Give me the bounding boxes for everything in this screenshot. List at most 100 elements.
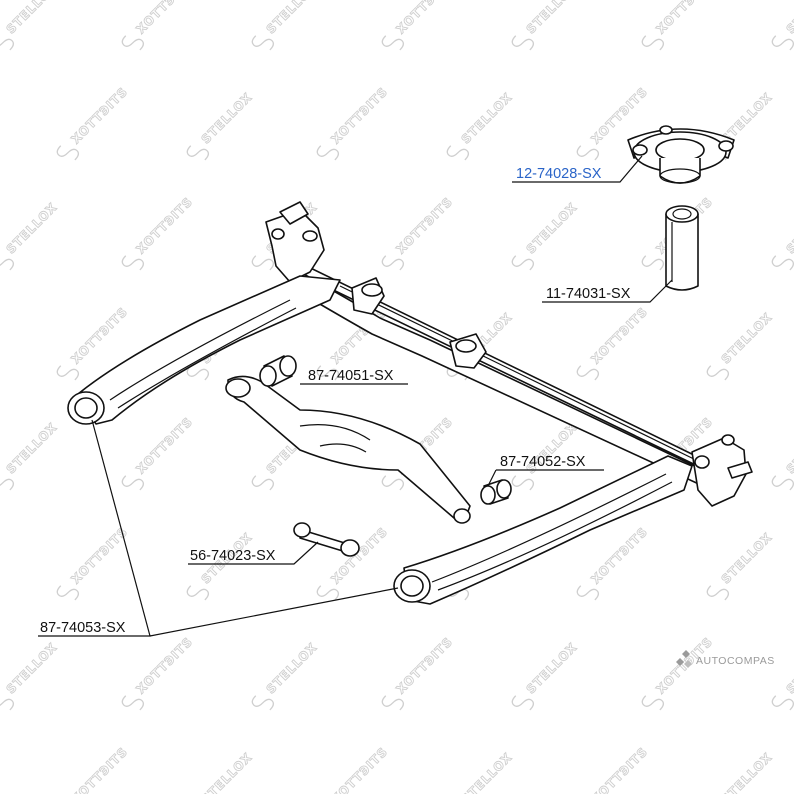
watermark-s-icon (771, 35, 794, 51)
watermark-tile: XOTTЭITS (121, 414, 196, 491)
source-mark-text: AUTOCOMPAS (696, 655, 775, 667)
watermark-tile: XOTTЭITS (641, 634, 716, 711)
strut-top-mount (627, 125, 735, 184)
lower-link-bushing (480, 479, 512, 505)
watermark-tile: STELLOX (251, 640, 320, 711)
watermark-s-icon (511, 475, 535, 491)
watermark-tile: STELLOX (771, 200, 794, 271)
watermark-text: STELLOX (719, 530, 776, 587)
watermark-text: XOTTЭITS (329, 524, 391, 586)
watermark-tile: STELLOX (186, 90, 256, 161)
watermark-tile: STELLOX (251, 0, 321, 51)
right-arm-bushing (393, 569, 431, 603)
watermark-s-icon (576, 145, 600, 161)
watermark-s-icon (251, 695, 275, 711)
label-87-74053[interactable]: 87-74053-SX (40, 620, 126, 636)
watermark-tile: STELLOX (186, 530, 255, 601)
watermark-s-icon (121, 35, 145, 51)
watermark-s-icon (771, 695, 794, 711)
watermark-s-icon (381, 695, 405, 711)
watermark-tile: XOTTЭITS (121, 634, 196, 711)
watermark-s-icon (316, 585, 340, 601)
source-logo-icon (676, 650, 692, 668)
watermark-s-icon (381, 255, 405, 271)
watermark-text: XOTTЭITS (69, 84, 131, 146)
watermark-tile: STELLOX (718, 750, 776, 794)
watermark-text: XOTTЭITS (69, 744, 131, 794)
watermark-text: STELLOX (459, 90, 516, 147)
label-87-74052[interactable]: 87-74052-SX (500, 454, 586, 470)
label-11-74031[interactable]: 11-74031-SX (546, 286, 631, 302)
watermark-tile: STELLOX (771, 0, 794, 51)
watermark-s-icon (381, 475, 405, 491)
watermark-s-icon (511, 695, 535, 711)
watermark-text: STELLOX (524, 0, 581, 36)
watermark-s-icon (121, 255, 145, 271)
label-12-74028[interactable]: 12-74028-SX (516, 166, 602, 182)
watermark-text: STELLOX (199, 90, 256, 147)
watermark-s-icon (511, 255, 535, 271)
watermark-tile: STELLOX (511, 0, 581, 51)
watermark-tile: XOTTЭITS (576, 524, 651, 601)
watermark-tile: STELLOX (446, 90, 516, 161)
watermark-tile: XOTTЭITS (641, 0, 716, 51)
watermark-s-icon (316, 365, 340, 381)
watermark-text: XOTTЭITS (394, 634, 456, 696)
watermark-tile: STELLOX (511, 640, 581, 711)
source-mark: AUTOCOMPAS (676, 650, 775, 668)
watermark-s-icon (641, 35, 665, 51)
leader-87-74052 (487, 469, 604, 487)
watermark-text: STELLOX (4, 0, 61, 36)
watermark-s-icon (186, 365, 210, 381)
leader-lines (38, 155, 673, 637)
watermark-s-icon (186, 145, 210, 161)
watermark-tile: XOTTЭITS (68, 744, 131, 794)
watermark-text: STELLOX (524, 640, 581, 697)
watermark-s-icon (251, 255, 275, 271)
watermark-tile: STELLOX (0, 640, 60, 711)
leader-87-74053 (38, 419, 399, 637)
watermark-s-icon (641, 255, 665, 271)
watermark-text: STELLOX (784, 420, 794, 477)
stabilizer-link (293, 522, 360, 557)
label-87-74051[interactable]: 87-74051-SX (308, 368, 394, 384)
watermark-s-icon (121, 475, 145, 491)
watermark-s-icon (316, 145, 340, 161)
watermark-s-icon (251, 475, 275, 491)
watermark-tile: XOTTЭITS (316, 84, 391, 161)
watermark-tile: XOTTЭITS (56, 84, 131, 161)
watermark-text: XOTTЭITS (134, 414, 196, 476)
watermark-tile: STELLOX (0, 0, 61, 51)
watermark-tile: XOTTЭITS (381, 194, 456, 271)
watermark-text: XOTTЭITS (134, 194, 196, 256)
watermark-text: STELLOX (719, 310, 776, 367)
watermark-s-icon (56, 585, 80, 601)
watermark-text: STELLOX (264, 0, 321, 36)
watermark-tile: STELLOX (458, 750, 515, 794)
watermark-text: XOTTЭITS (589, 744, 651, 794)
watermark-tile: STELLOX (198, 750, 256, 794)
watermark-text: XOTTЭITS (589, 304, 651, 366)
watermark-text: XOTTЭITS (329, 744, 391, 794)
watermark-s-icon (706, 585, 730, 601)
watermark-s-icon (0, 695, 15, 711)
watermark-tile: XOTTЭITS (121, 194, 196, 271)
label-56-74023[interactable]: 56-74023-SX (190, 548, 276, 564)
watermark-text: STELLOX (524, 200, 581, 257)
watermark-text: XOTTЭITS (69, 304, 131, 366)
watermark-text: STELLOX (719, 750, 776, 794)
watermark-s-icon (706, 365, 730, 381)
watermark-tile: XOTTЭITS (381, 634, 456, 711)
watermark-text: XOTTЭITS (394, 194, 456, 256)
watermark-text: XOTTЭITS (589, 524, 651, 586)
watermark-tile: XOTTЭITS (121, 0, 196, 51)
watermark-text: XOTTЭITS (134, 0, 196, 36)
leader-11-74031 (542, 279, 673, 303)
watermark-s-icon (576, 585, 600, 601)
part-labels: 12-74028-SX 11-74031-SX 87-74051-SX 87-7… (40, 166, 631, 636)
watermark-tile: STELLOX (0, 200, 60, 271)
watermark-text: STELLOX (199, 750, 256, 794)
watermark-s-icon (186, 585, 210, 601)
watermark-tile: XOTTЭITS (576, 304, 651, 381)
watermark-s-icon (641, 695, 665, 711)
